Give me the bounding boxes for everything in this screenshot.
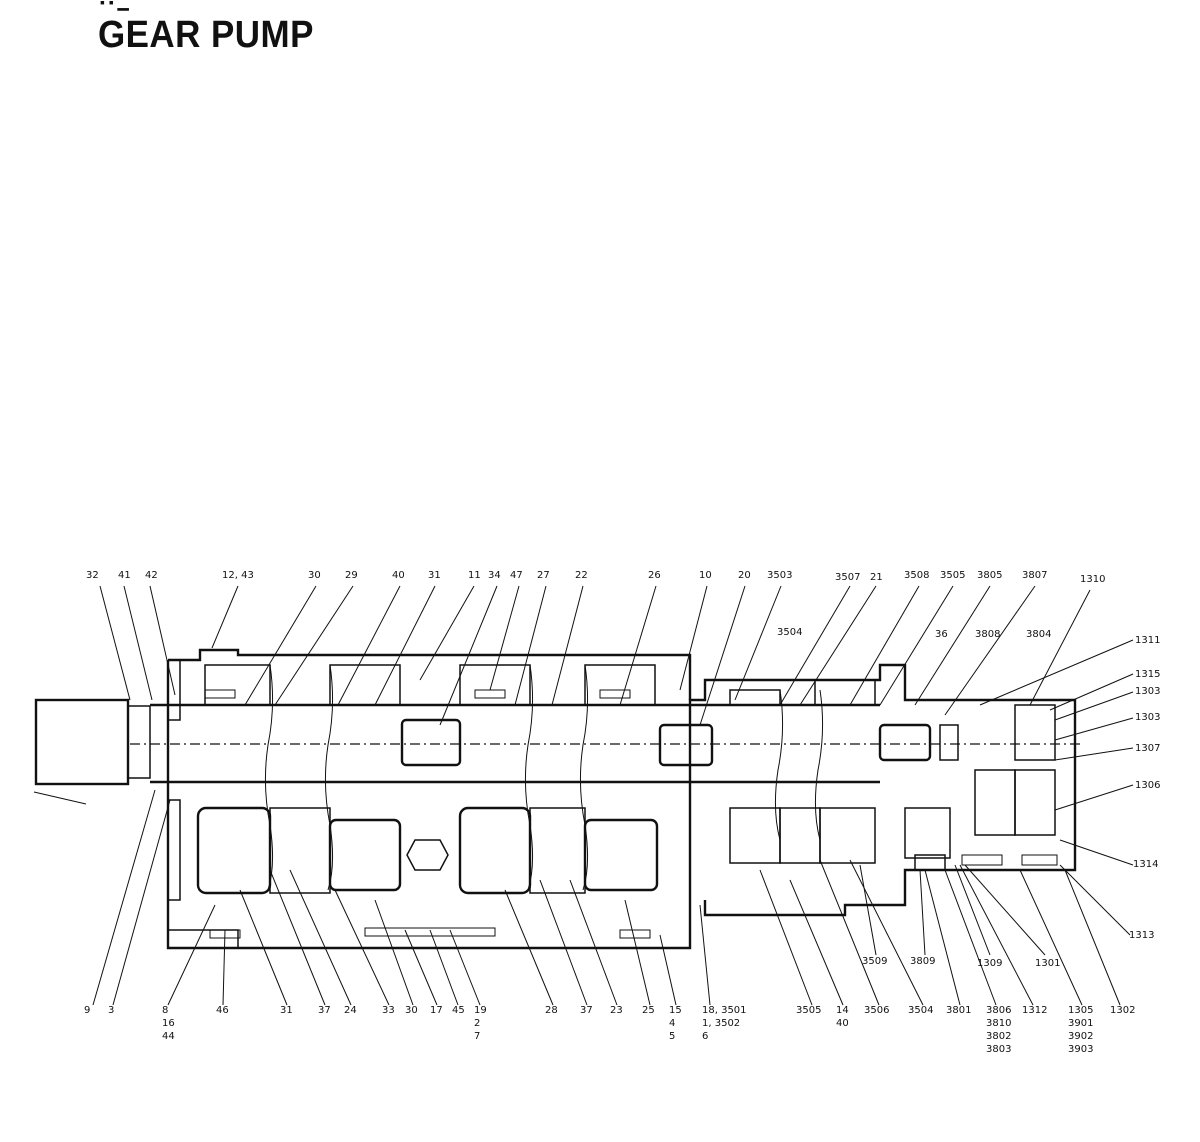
callout: 1311 bbox=[1135, 635, 1160, 646]
callout: 30 bbox=[308, 570, 321, 581]
callout: 3504 bbox=[777, 627, 802, 638]
callout: 1312 bbox=[1022, 1005, 1047, 1016]
callout: 37 bbox=[580, 1005, 593, 1016]
callouts-top: 32 41 42 12, 43 30 29 40 31 11 34 47 27 … bbox=[86, 570, 1105, 585]
callout: 45 bbox=[452, 1005, 465, 1016]
callout: 3801 bbox=[946, 1005, 971, 1016]
callout: 1310 bbox=[1080, 574, 1105, 585]
callout: 3504 bbox=[908, 1005, 933, 1016]
callout: 3505 bbox=[796, 1005, 821, 1016]
callout: 3503 bbox=[767, 570, 792, 581]
callout: 42 bbox=[145, 570, 158, 581]
callout: 34 bbox=[488, 570, 501, 581]
callout: 29 bbox=[345, 570, 358, 581]
callout: 25 bbox=[642, 1005, 655, 1016]
callout: 24 bbox=[344, 1005, 357, 1016]
callout: 12, 43 bbox=[222, 570, 254, 581]
callout: 23 bbox=[610, 1005, 623, 1016]
callout: 22 bbox=[575, 570, 588, 581]
callouts-mid: 3509 3809 1309 1301 bbox=[862, 956, 1060, 969]
callout: 1306 bbox=[1135, 780, 1160, 791]
callout: 1309 bbox=[977, 958, 1002, 969]
callout: 1307 bbox=[1135, 743, 1160, 754]
callout: 3508 bbox=[904, 570, 929, 581]
callout: 37 bbox=[318, 1005, 331, 1016]
callout: 1313 bbox=[1129, 930, 1154, 941]
callout: 1301 bbox=[1035, 958, 1060, 969]
callout: 3804 bbox=[1026, 629, 1051, 640]
lower-gears bbox=[196, 806, 951, 895]
callout: 1302 bbox=[1110, 1005, 1135, 1016]
callout: 3 bbox=[108, 1005, 114, 1016]
callout: 3506 bbox=[864, 1005, 889, 1016]
callout: 3505 bbox=[940, 570, 965, 581]
callout: 20 bbox=[738, 570, 751, 581]
callout: 3808 bbox=[975, 629, 1000, 640]
main-shaft bbox=[130, 703, 1080, 784]
callout: 3809 bbox=[910, 956, 935, 967]
break-lines bbox=[264, 664, 824, 891]
callout: 26 bbox=[648, 570, 661, 581]
page-title: GEAR PUMP bbox=[98, 14, 314, 56]
callout: 1303 bbox=[1135, 686, 1160, 697]
callout: 3805 bbox=[977, 570, 1002, 581]
callout: 41 bbox=[118, 570, 131, 581]
callout: 31 bbox=[428, 570, 441, 581]
drive-coupling bbox=[33, 698, 151, 805]
callout: 40 bbox=[392, 570, 405, 581]
bearings bbox=[400, 704, 1056, 871]
callout: 1315 bbox=[1135, 669, 1160, 680]
callout: 27 bbox=[537, 570, 550, 581]
pump-housing bbox=[166, 648, 1077, 950]
callout: 33 bbox=[382, 1005, 395, 1016]
callout: 30 bbox=[405, 1005, 418, 1016]
callout: 32 bbox=[86, 570, 99, 581]
section-mark: ▪ ▪ ▁ bbox=[100, 0, 129, 10]
callout: 11 bbox=[468, 570, 481, 581]
callout: 1314 bbox=[1133, 859, 1158, 870]
callout: 36 bbox=[935, 629, 948, 640]
callout: 10 bbox=[699, 570, 712, 581]
callout: 9 bbox=[84, 1005, 90, 1016]
callout: 17 bbox=[430, 1005, 443, 1016]
callout: 3807 bbox=[1022, 570, 1047, 581]
upper-gears bbox=[204, 664, 876, 706]
callout: 46 bbox=[216, 1005, 229, 1016]
callout: 21 bbox=[870, 572, 883, 583]
callout: 28 bbox=[545, 1005, 558, 1016]
callout: 3509 bbox=[862, 956, 887, 967]
callout: 47 bbox=[510, 570, 523, 581]
callout: 1303 bbox=[1135, 712, 1160, 723]
leader-lines bbox=[92, 585, 1134, 1006]
callout: 31 bbox=[280, 1005, 293, 1016]
callout: 3507 bbox=[835, 572, 860, 583]
callouts-right: 3504 36 3808 3804 1311 1315 1303 1303 13… bbox=[777, 627, 1160, 941]
